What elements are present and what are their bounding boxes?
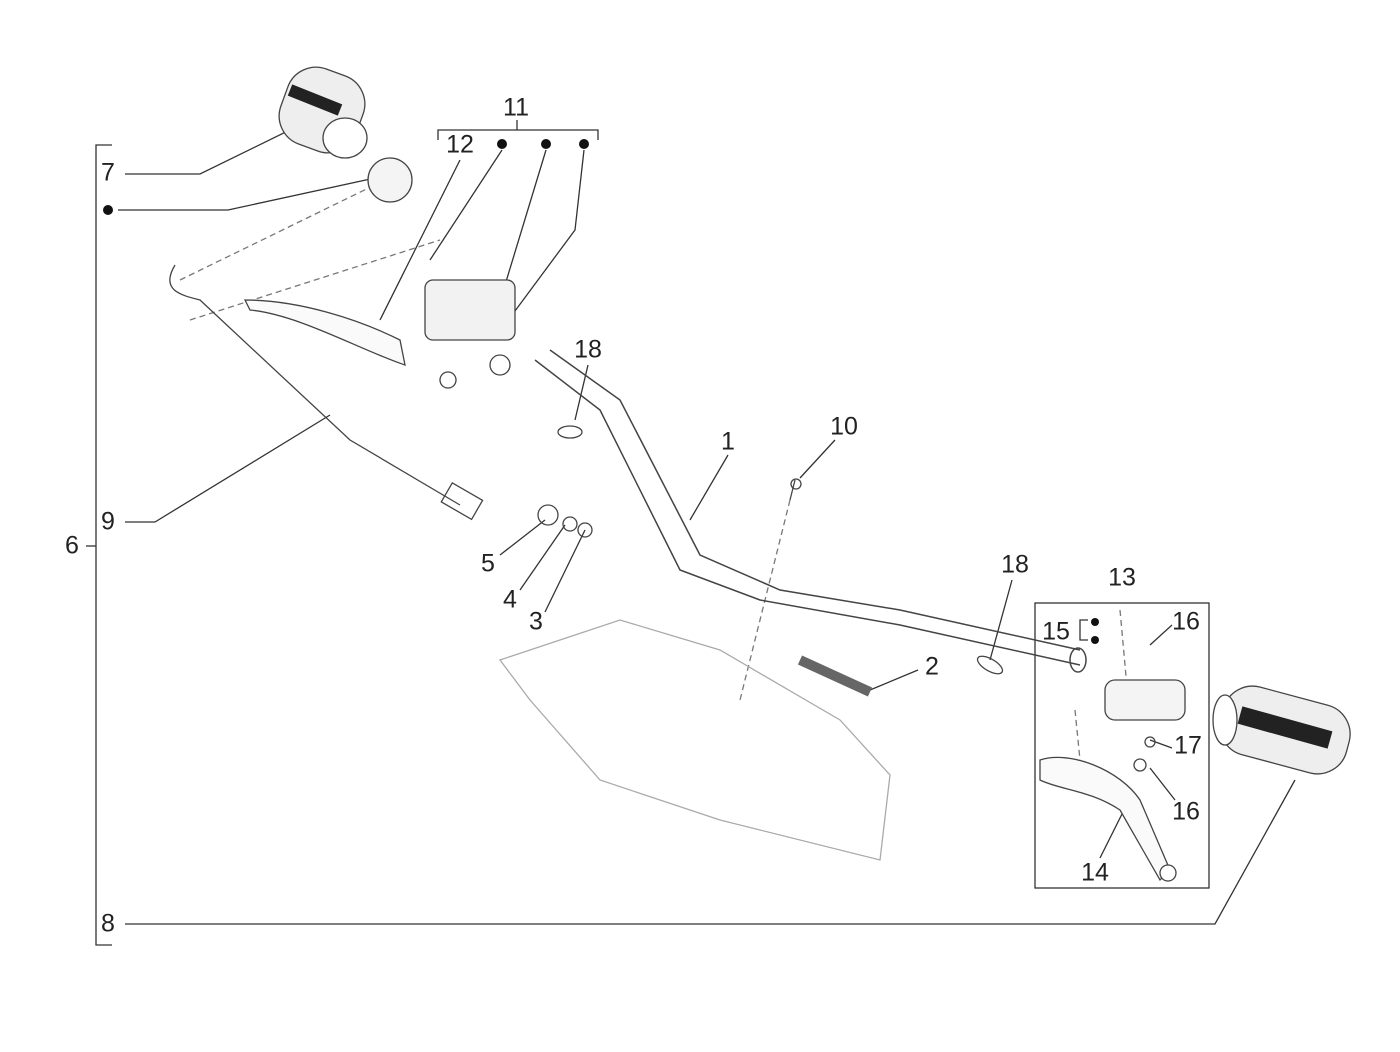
- callout-7: 7: [101, 158, 115, 187]
- callout-3: 3: [529, 607, 543, 636]
- screw-10: [789, 478, 802, 501]
- assembly-axes: [179, 179, 1131, 761]
- handlebar-1: [534, 349, 1087, 673]
- leader-lines: [118, 124, 1296, 925]
- callout-16-top: 16: [1172, 607, 1200, 636]
- callout-14: 14: [1081, 858, 1109, 887]
- bullet-markers: [103, 139, 1099, 644]
- rings-18: [557, 425, 1004, 675]
- bracket-11: [437, 129, 599, 140]
- callout-18-right: 18: [1001, 550, 1029, 579]
- callout-10: 10: [830, 412, 858, 441]
- pin-2: [797, 655, 873, 697]
- group-box-13: [1034, 602, 1210, 889]
- parts: [169, 66, 1351, 882]
- callout-11: 11: [503, 93, 529, 122]
- left-grip-7: [278, 66, 368, 159]
- callout-8: 8: [101, 909, 115, 938]
- right-lever-14: [1039, 756, 1177, 882]
- callout-9: 9: [101, 507, 115, 536]
- callout-4: 4: [503, 585, 517, 614]
- left-lever-12: [243, 299, 406, 366]
- headset-cover: [498, 619, 891, 861]
- callout-5: 5: [481, 549, 495, 578]
- right-grip-8: [1212, 685, 1351, 775]
- master-cylinder: [424, 279, 516, 389]
- bracket-6: [95, 144, 112, 946]
- bracket-15: [1079, 619, 1088, 641]
- right-clamp-13: [1104, 679, 1186, 772]
- callout-1: 1: [721, 427, 735, 456]
- callout-18-left: 18: [574, 335, 602, 364]
- callout-13: 13: [1108, 563, 1136, 592]
- throttle-housing: [367, 157, 413, 203]
- callout-12: 12: [446, 130, 474, 159]
- callout-17: 17: [1174, 731, 1202, 760]
- callout-6: 6: [65, 531, 79, 560]
- cable-9: [169, 264, 484, 521]
- spacers-3-5: [537, 504, 593, 538]
- callout-15: 15: [1042, 617, 1070, 646]
- callout-16-bottom: 16: [1172, 797, 1200, 826]
- callout-2: 2: [925, 652, 939, 681]
